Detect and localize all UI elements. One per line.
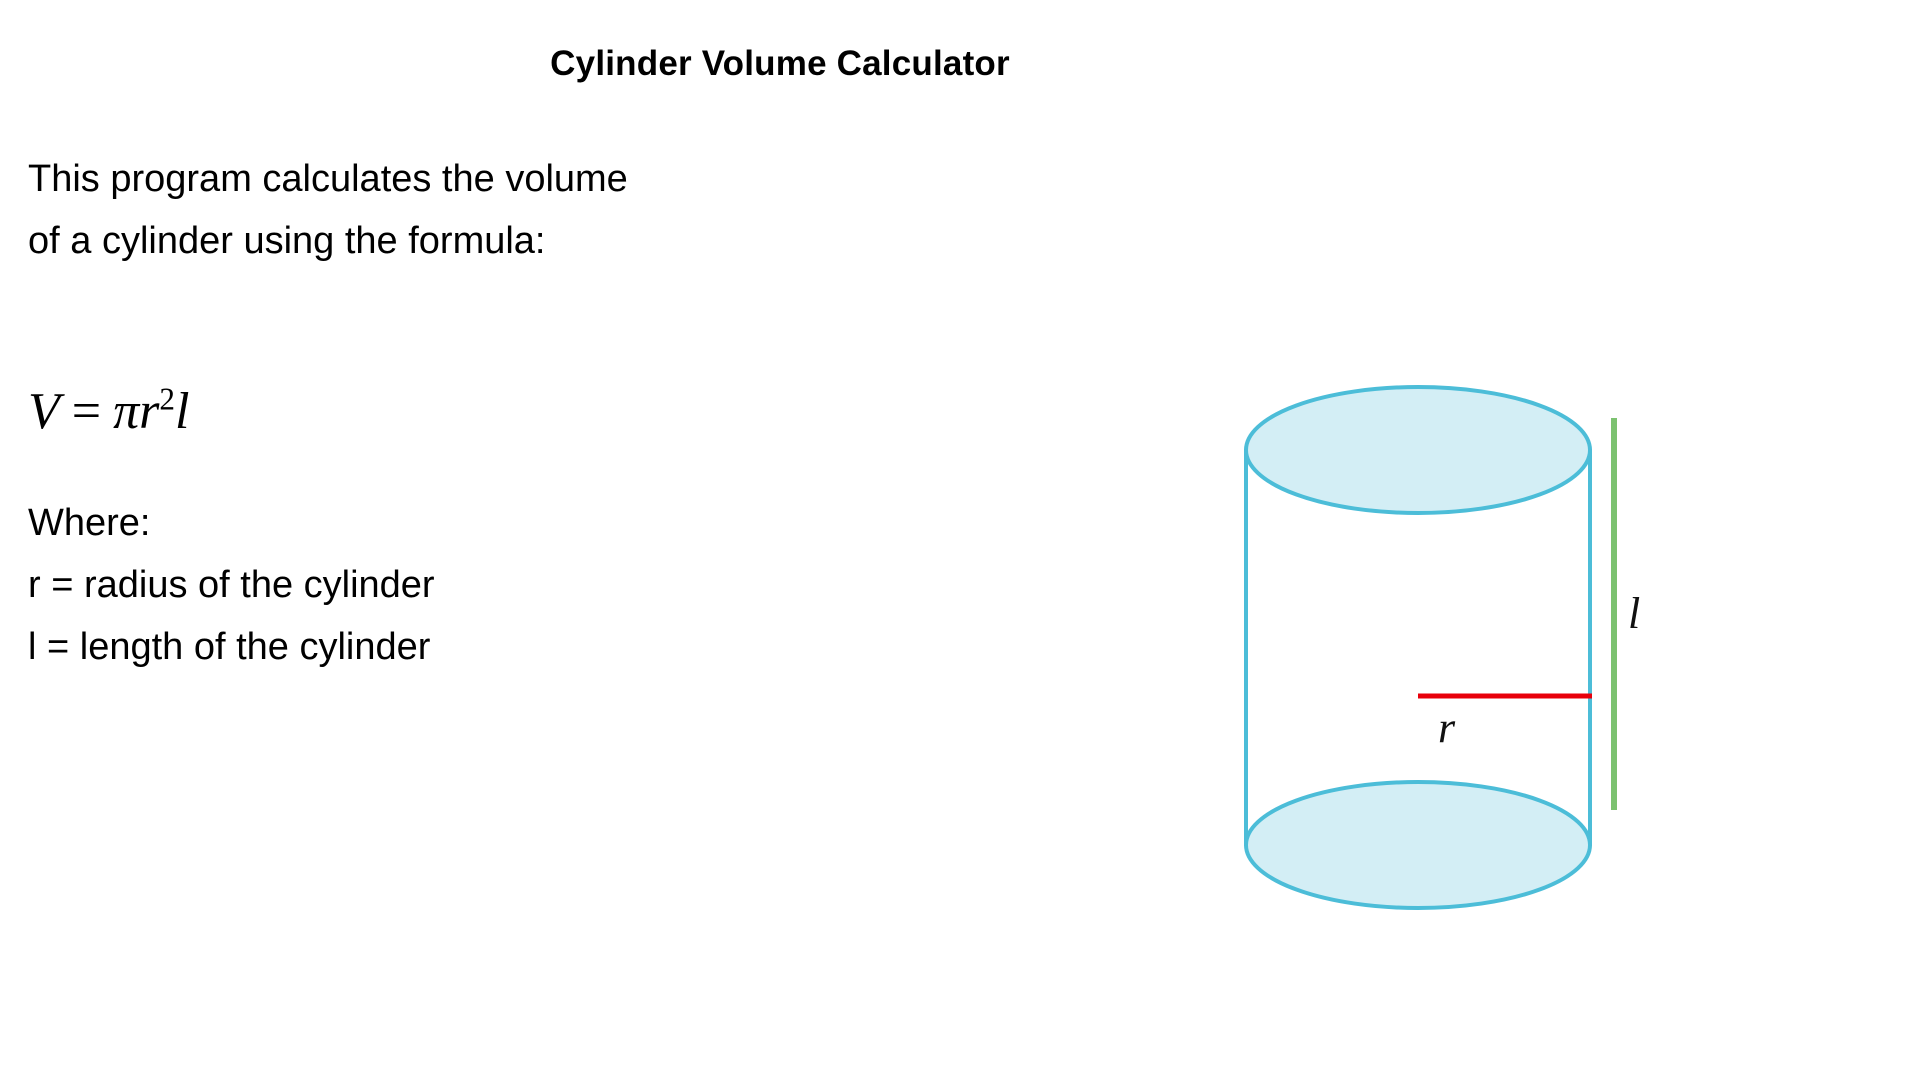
cylinder-top-ellipse bbox=[1244, 385, 1592, 515]
cylinder-bottom-ellipse bbox=[1244, 780, 1592, 910]
cylinder-diagram: r l bbox=[960, 240, 1760, 920]
length-label: l bbox=[1628, 589, 1640, 638]
volume-formula: V=πr2l bbox=[28, 383, 190, 440]
formula-exponent: 2 bbox=[159, 381, 175, 417]
formula-volume-symbol: V bbox=[28, 383, 60, 440]
formula-equals-sign: = bbox=[71, 383, 102, 440]
legend-item-radius: r = radius of the cylinder bbox=[28, 564, 435, 606]
formula-radius-symbol: r bbox=[139, 383, 160, 440]
description-block: This program calculates the volume of a … bbox=[28, 148, 848, 272]
formula-length-symbol: l bbox=[175, 383, 190, 440]
legend-item-length: l = length of the cylinder bbox=[28, 626, 431, 668]
description-line-2: of a cylinder using the formula: bbox=[28, 220, 546, 262]
radius-label: r bbox=[1438, 703, 1456, 752]
page-title: Cylinder Volume Calculator bbox=[550, 44, 1010, 83]
legend-heading: Where: bbox=[28, 502, 151, 544]
legend-block: Where: r = radius of the cylinder l = le… bbox=[28, 492, 848, 678]
formula-pi-symbol: π bbox=[113, 383, 140, 440]
description-line-1: This program calculates the volume bbox=[28, 158, 628, 200]
